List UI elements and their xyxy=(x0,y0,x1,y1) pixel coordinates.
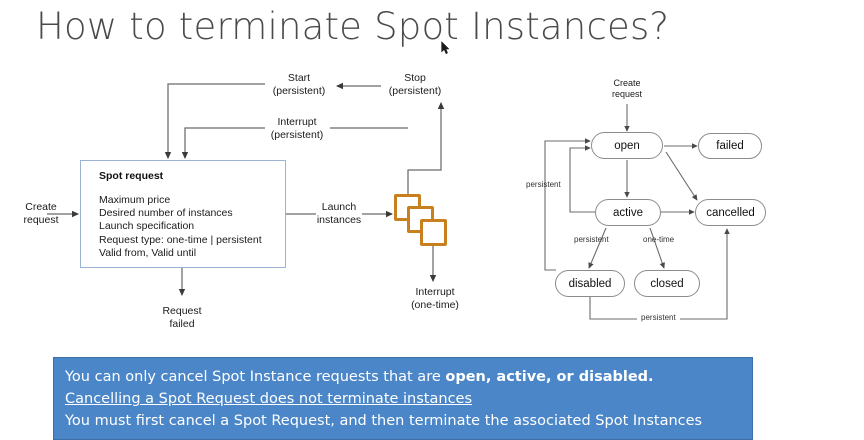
callout-box: You can only cancel Spot Instance reques… xyxy=(53,357,753,440)
label-request-failed: Request failed xyxy=(162,305,202,330)
state-node-open[interactable]: open xyxy=(591,132,663,159)
callout-line-1: You can only cancel Spot Instance reques… xyxy=(54,358,752,388)
label-stop-persistent: Stop (persistent) xyxy=(388,72,442,97)
state-node-cancelled[interactable]: cancelled xyxy=(695,199,766,226)
state-node-closed[interactable]: closed xyxy=(634,270,700,297)
label-create-request-state: Create request xyxy=(611,78,643,99)
transition-label-persistent-bottom: persistent xyxy=(637,313,680,322)
state-node-active[interactable]: active xyxy=(595,199,661,226)
callout-line-3: You must first cancel a Spot Request, an… xyxy=(65,413,703,429)
label-launch-instances: Launch instances xyxy=(316,201,362,226)
callout-line-1-bold: open, active, or disabled. xyxy=(445,369,654,385)
state-node-disabled[interactable]: disabled xyxy=(555,270,625,297)
transition-label-one-time: one-time xyxy=(643,235,675,244)
spot-request-attributes: Maximum price Desired number of instance… xyxy=(99,194,262,259)
state-node-failed[interactable]: failed xyxy=(698,133,762,159)
transition-label-persistent-disabled: persistent xyxy=(574,235,609,244)
spot-request-box: Spot request Maximum price Desired numbe… xyxy=(80,160,286,268)
label-interrupt-persistent: Interrupt (persistent) xyxy=(270,116,324,141)
spot-request-heading: Spot request xyxy=(99,170,164,182)
mouse-cursor xyxy=(441,41,450,55)
page-title: How to terminate Spot Instances? xyxy=(36,5,670,48)
label-create-request: Create request xyxy=(23,201,59,226)
state-label-disabled: disabled xyxy=(568,277,612,290)
state-label-cancelled: cancelled xyxy=(706,206,755,219)
state-label-active: active xyxy=(612,206,644,219)
instance-square xyxy=(420,219,447,246)
state-label-failed: failed xyxy=(716,140,744,152)
state-label-open: open xyxy=(614,139,640,152)
label-start-persistent: Start (persistent) xyxy=(272,72,326,97)
callout-line-2: Cancelling a Spot Request does not termi… xyxy=(65,391,473,407)
state-label-closed: closed xyxy=(650,277,684,290)
transition-label-persistent-outer: persistent xyxy=(526,180,561,189)
label-interrupt-one-time: Interrupt (one-time) xyxy=(411,286,459,311)
callout-line-1-prefix: You can only cancel Spot Instance reques… xyxy=(65,369,446,385)
